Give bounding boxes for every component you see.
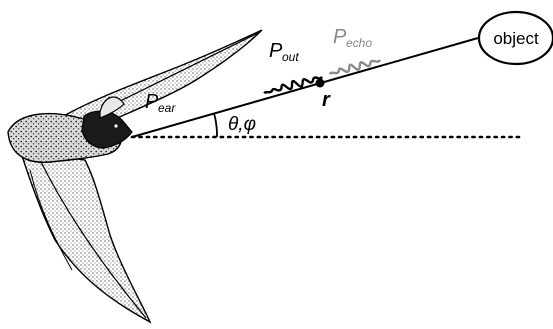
label-p-echo-main: P	[333, 26, 347, 48]
bat-head	[82, 111, 132, 148]
bat-eye	[114, 124, 117, 127]
angle-arc	[214, 113, 217, 137]
label-p-echo-sub: echo	[346, 36, 372, 50]
bat-icon	[8, 30, 262, 322]
label-p-out-sub: out	[282, 50, 299, 64]
range-point	[316, 79, 325, 88]
label-p-ear-sub: ear	[158, 101, 176, 115]
label-p-echo: P echo	[333, 26, 372, 50]
label-object: object	[493, 29, 539, 48]
label-p-out-main: P	[269, 40, 283, 62]
label-angles: θ,φ	[228, 114, 256, 135]
label-p-out: P out	[269, 40, 299, 64]
label-range: r	[322, 89, 331, 111]
label-p-ear-main: P	[145, 91, 159, 113]
